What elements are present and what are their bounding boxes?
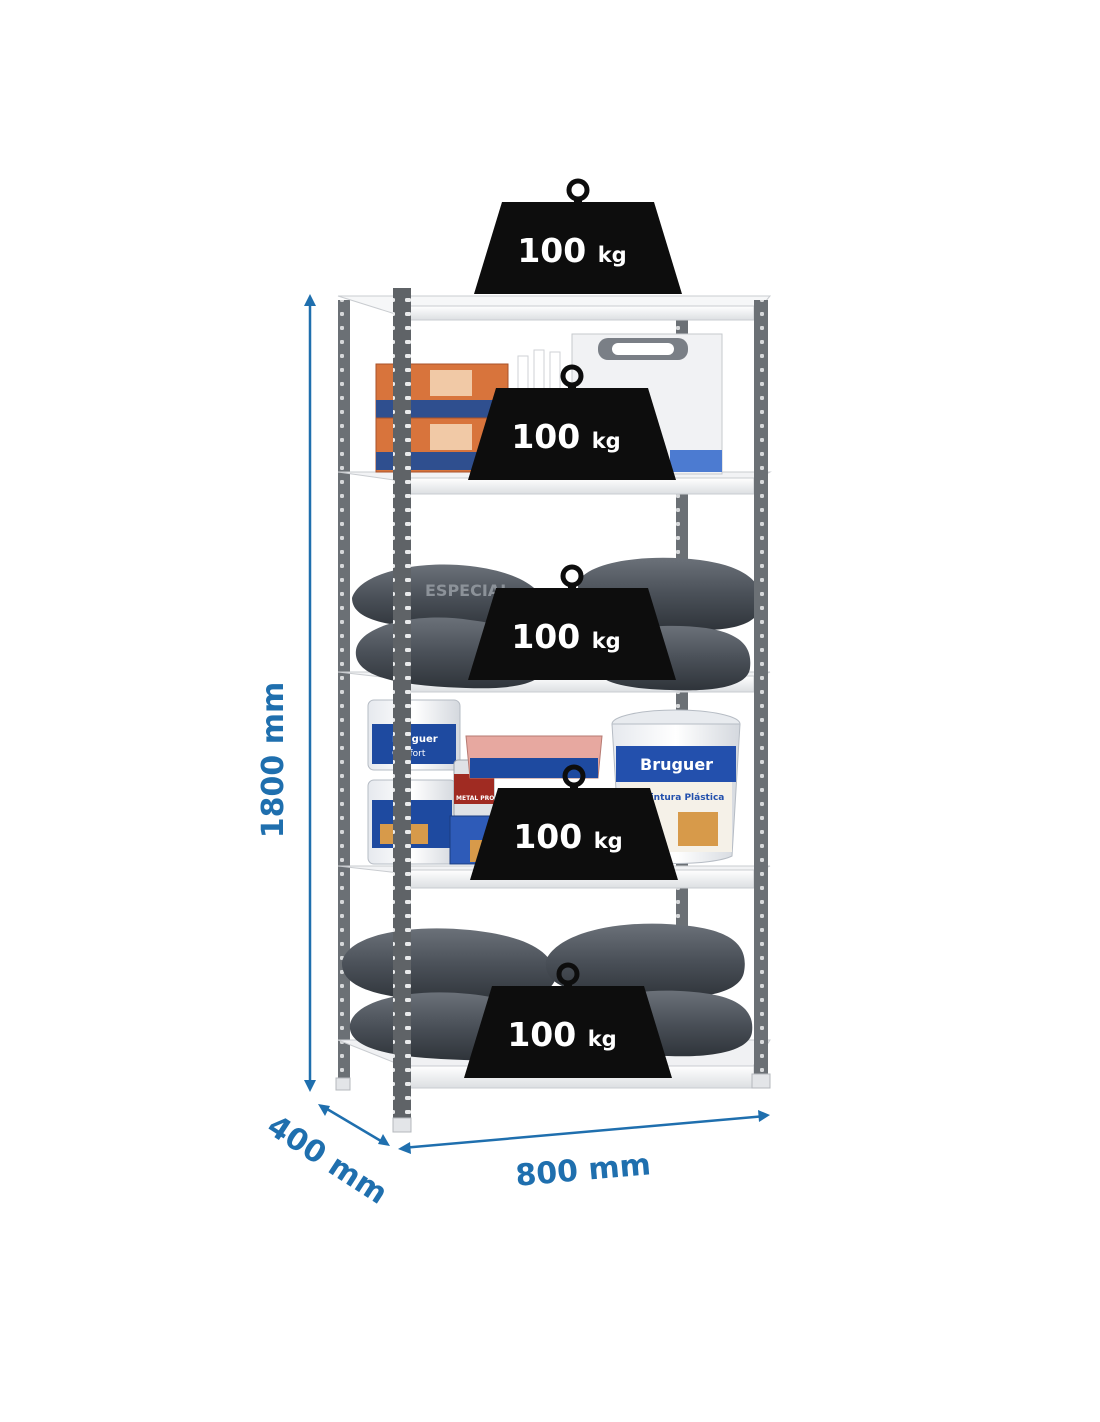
bag-label: ESPECIAL	[425, 581, 510, 600]
back-upright-left	[338, 300, 350, 1085]
weight-icon: 100 kg	[470, 764, 678, 880]
weight-icon: 100 kg	[468, 364, 676, 480]
weight-icon: 100 kg	[468, 564, 676, 680]
dimension-width: 800 mm	[398, 1110, 770, 1194]
weights-layer: 100 kg 100 kg 100 kg 100 kg 100 kg	[464, 178, 682, 1078]
width-label: 800 mm	[514, 1147, 652, 1194]
dimension-arrow-icon	[401, 1114, 767, 1150]
front-upright-right	[754, 300, 768, 1080]
dimension-height: 1800 mm	[256, 294, 316, 1092]
dimension-arrow-icon	[321, 1104, 387, 1146]
shelf-1	[337, 295, 772, 321]
brand-label-1: Bruguer	[392, 734, 438, 745]
depth-label: 400 mm	[261, 1108, 394, 1211]
metal-protect-label: METAL PROTECT	[456, 795, 512, 802]
weight-icon: 100 kg	[464, 962, 672, 1078]
weight-label: 100 kg	[507, 1015, 616, 1054]
height-label: 1800 mm	[256, 682, 291, 838]
dimension-depth: 400 mm	[261, 1104, 394, 1212]
pintura-label: Pintura Plástica	[644, 793, 724, 803]
bucket-left-bottom	[367, 779, 457, 865]
brand-label-2: Bruguer	[640, 755, 713, 774]
front-uprights	[335, 288, 771, 1133]
weight-label: 100 kg	[511, 617, 620, 656]
front-upright-left	[393, 288, 411, 1128]
weight-label: 100 kg	[511, 417, 620, 456]
weight-icon: 100 kg	[474, 178, 682, 294]
weight-label: 100 kg	[517, 231, 626, 270]
bucket-left-top: Bruguer Confort	[367, 699, 461, 771]
weight-label: 100 kg	[513, 817, 622, 856]
